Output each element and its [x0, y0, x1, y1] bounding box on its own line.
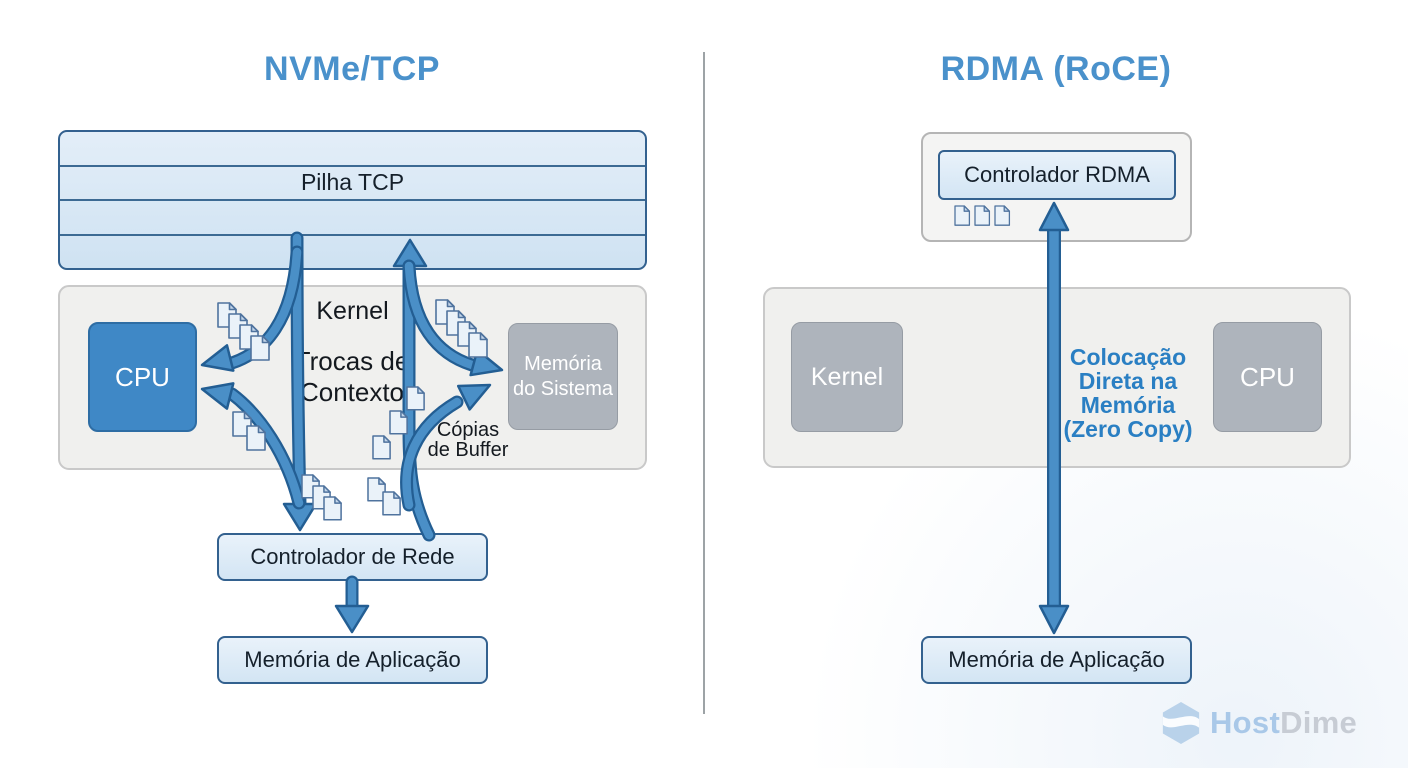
tcp-stack-band — [60, 233, 645, 269]
buffer-copies-label: Cópias de Buffer — [427, 419, 509, 461]
kernel-label-left: Kernel — [316, 297, 389, 325]
hostdime-hexagon-icon — [1162, 702, 1200, 744]
logo-text-host: Host — [1210, 705, 1281, 740]
rdma-controller-box: Controlador RDMA — [938, 150, 1176, 200]
system-memory-line: do Sistema — [512, 377, 614, 400]
document-stack-icon — [301, 474, 342, 521]
tcp-stack-label: Pilha TCP — [60, 164, 645, 200]
app-memory-box-left: Memória de Aplicação — [217, 636, 488, 684]
logo-text-dime: Dime — [1280, 705, 1358, 740]
zero-copy-label: Colocação Direta na Memória (Zero Copy) — [1063, 344, 1193, 442]
tcp-stack-band — [60, 199, 645, 234]
hostdime-logo-text: HostDime — [1210, 705, 1357, 741]
panel-divider — [703, 52, 705, 714]
nic-to-appmem-arrow — [334, 575, 370, 634]
cpu-box-left: CPU — [88, 322, 197, 432]
tcp-stack-band — [60, 132, 645, 165]
context-switches-label: Trocas de Contexto — [294, 346, 410, 407]
cpu-box-right: CPU — [1213, 322, 1322, 432]
system-memory-line: Memória — [524, 352, 602, 375]
tcp-stack-box: Pilha TCP — [58, 130, 647, 270]
app-memory-box-right: Memória de Aplicação — [921, 636, 1192, 684]
kernel-chip-right: Kernel — [791, 322, 903, 432]
document-pair-icon — [367, 477, 401, 516]
right-panel-title: RDMA (RoCE) — [940, 50, 1172, 88]
hostdime-logo: HostDime — [1160, 701, 1357, 745]
network-controller-box: Controlador de Rede — [217, 533, 488, 581]
left-panel-title: NVMe/TCP — [264, 50, 440, 88]
system-memory-box: Memória do Sistema — [508, 323, 618, 430]
